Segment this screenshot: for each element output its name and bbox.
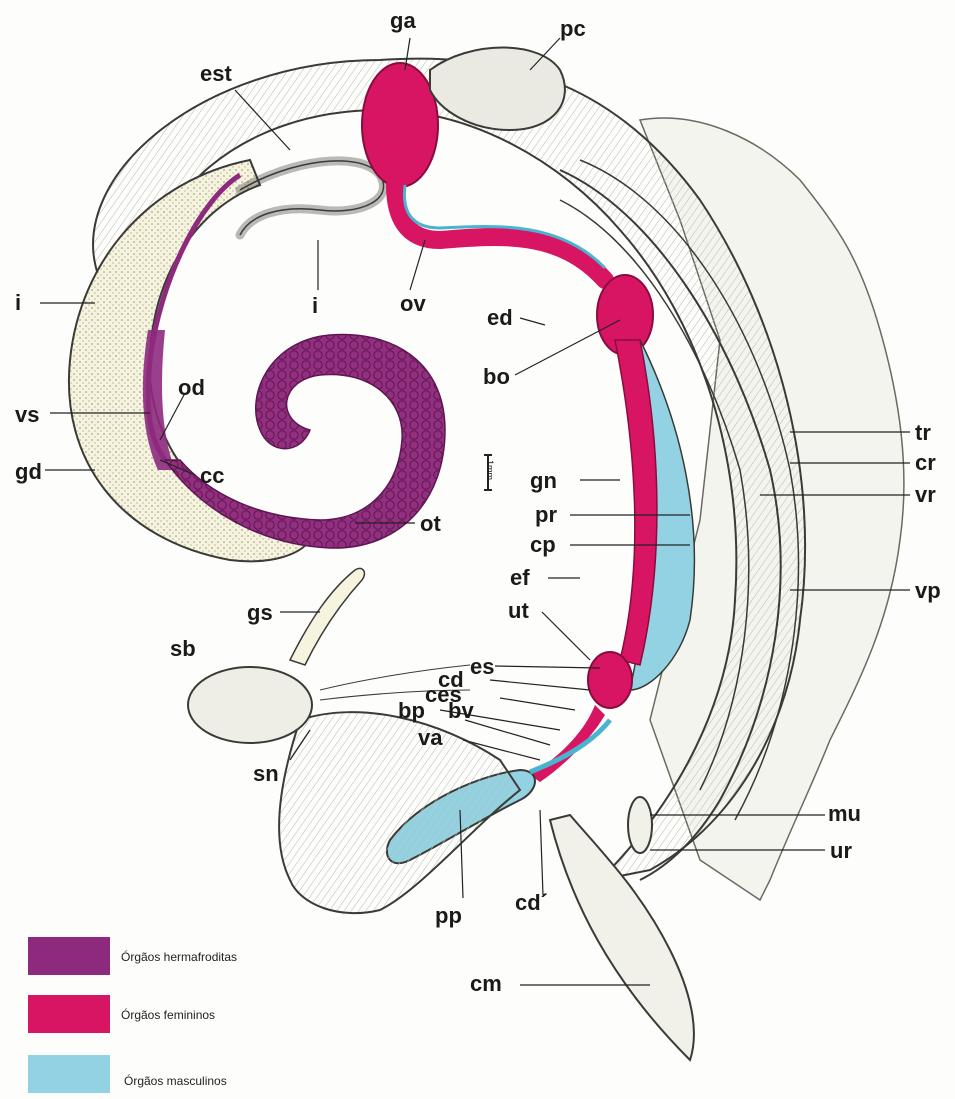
label-cp: cp xyxy=(530,534,556,556)
label-ur: ur xyxy=(830,840,852,862)
label-bp: bp xyxy=(398,700,425,722)
label-pc: pc xyxy=(560,18,586,40)
label-cm: cm xyxy=(470,973,502,995)
label-tr: tr xyxy=(915,422,931,444)
label-od: od xyxy=(178,377,205,399)
label-gn: gn xyxy=(530,470,557,492)
salivary-gland xyxy=(290,568,364,665)
label-ef: ef xyxy=(510,567,530,589)
label-vp: vp xyxy=(915,580,941,602)
label-ov: ov xyxy=(400,293,426,315)
label-pr: pr xyxy=(535,504,557,526)
label-es: es xyxy=(470,656,494,678)
label-cc: cc xyxy=(200,465,224,487)
albumen-gland xyxy=(362,63,438,187)
label-cr: cr xyxy=(915,452,936,474)
label-cd-prime: cd´ xyxy=(515,892,548,914)
label-sn: sn xyxy=(253,763,279,785)
label-bo: bo xyxy=(483,366,510,388)
label-est: est xyxy=(200,63,232,85)
label-sb: sb xyxy=(170,638,196,660)
label-ed: ed xyxy=(487,307,513,329)
buccal-mass xyxy=(188,667,312,743)
label-ut: ut xyxy=(508,600,529,622)
label-i-mid: i xyxy=(312,295,318,317)
label-i-left: i xyxy=(15,292,21,314)
intestine-loop-2 xyxy=(240,161,384,235)
legend-label-female: Órgãos femininos xyxy=(121,1008,215,1022)
label-scale: 1mm xyxy=(485,460,494,480)
label-mu: mu xyxy=(828,803,861,825)
legend-swatch-female xyxy=(28,995,110,1033)
legend-label-male: Órgãos masculinos xyxy=(124,1074,227,1088)
label-pp: pp xyxy=(435,905,462,927)
legend-label-hermaphrodite: Órgãos hermafroditas xyxy=(121,950,237,964)
label-gs: gs xyxy=(247,602,273,624)
label-ga: ga xyxy=(390,10,416,32)
legend-swatch-hermaphrodite xyxy=(28,937,110,975)
vagina xyxy=(530,705,605,782)
label-ot: ot xyxy=(420,513,441,535)
label-vr: vr xyxy=(915,484,936,506)
head-region xyxy=(279,712,520,913)
label-va: va xyxy=(418,727,442,749)
legend-swatch-male xyxy=(28,1055,110,1093)
label-gd: gd xyxy=(15,461,42,483)
label-vs: vs xyxy=(15,404,39,426)
oviduct xyxy=(395,185,605,280)
spermatheca-sac xyxy=(588,652,632,708)
label-bv: bv xyxy=(448,700,474,722)
intestine-loop xyxy=(240,161,384,235)
mantle-pore xyxy=(628,797,652,853)
